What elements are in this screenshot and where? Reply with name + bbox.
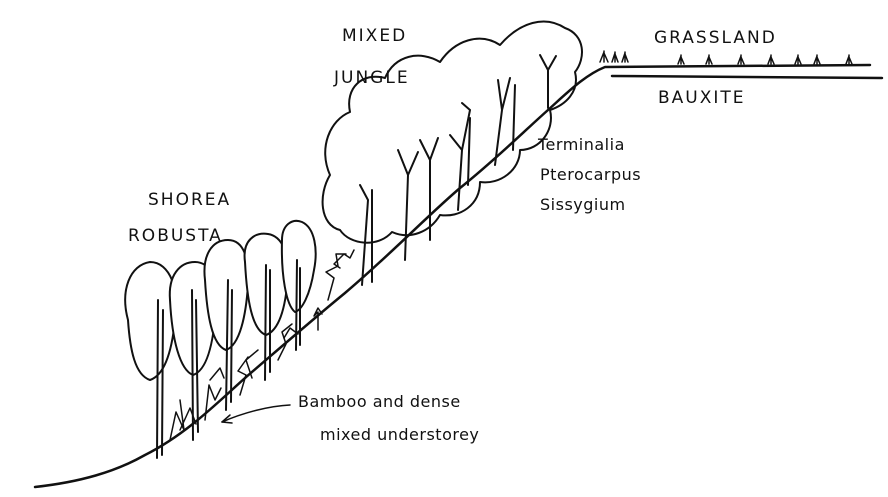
label-understorey-line1: Bamboo and dense	[298, 392, 461, 411]
grass-tufts	[600, 51, 852, 64]
label-mixed: MIXED	[342, 26, 407, 46]
label-shorea: SHOREA	[148, 190, 231, 210]
label-species-terminalia: Terminalia	[538, 135, 625, 154]
label-species-sissygium: Sissygium	[540, 195, 626, 214]
label-robusta: ROBUSTA	[128, 226, 223, 246]
label-understorey-line2: mixed understorey	[320, 425, 479, 444]
label-grassland: GRASSLAND	[654, 28, 777, 48]
label-species-pterocarpus: Pterocarpus	[540, 165, 641, 184]
understorey-arrow	[222, 405, 290, 423]
label-bauxite: BAUXITE	[658, 88, 746, 108]
label-jungle: JUNGLE	[334, 68, 410, 88]
